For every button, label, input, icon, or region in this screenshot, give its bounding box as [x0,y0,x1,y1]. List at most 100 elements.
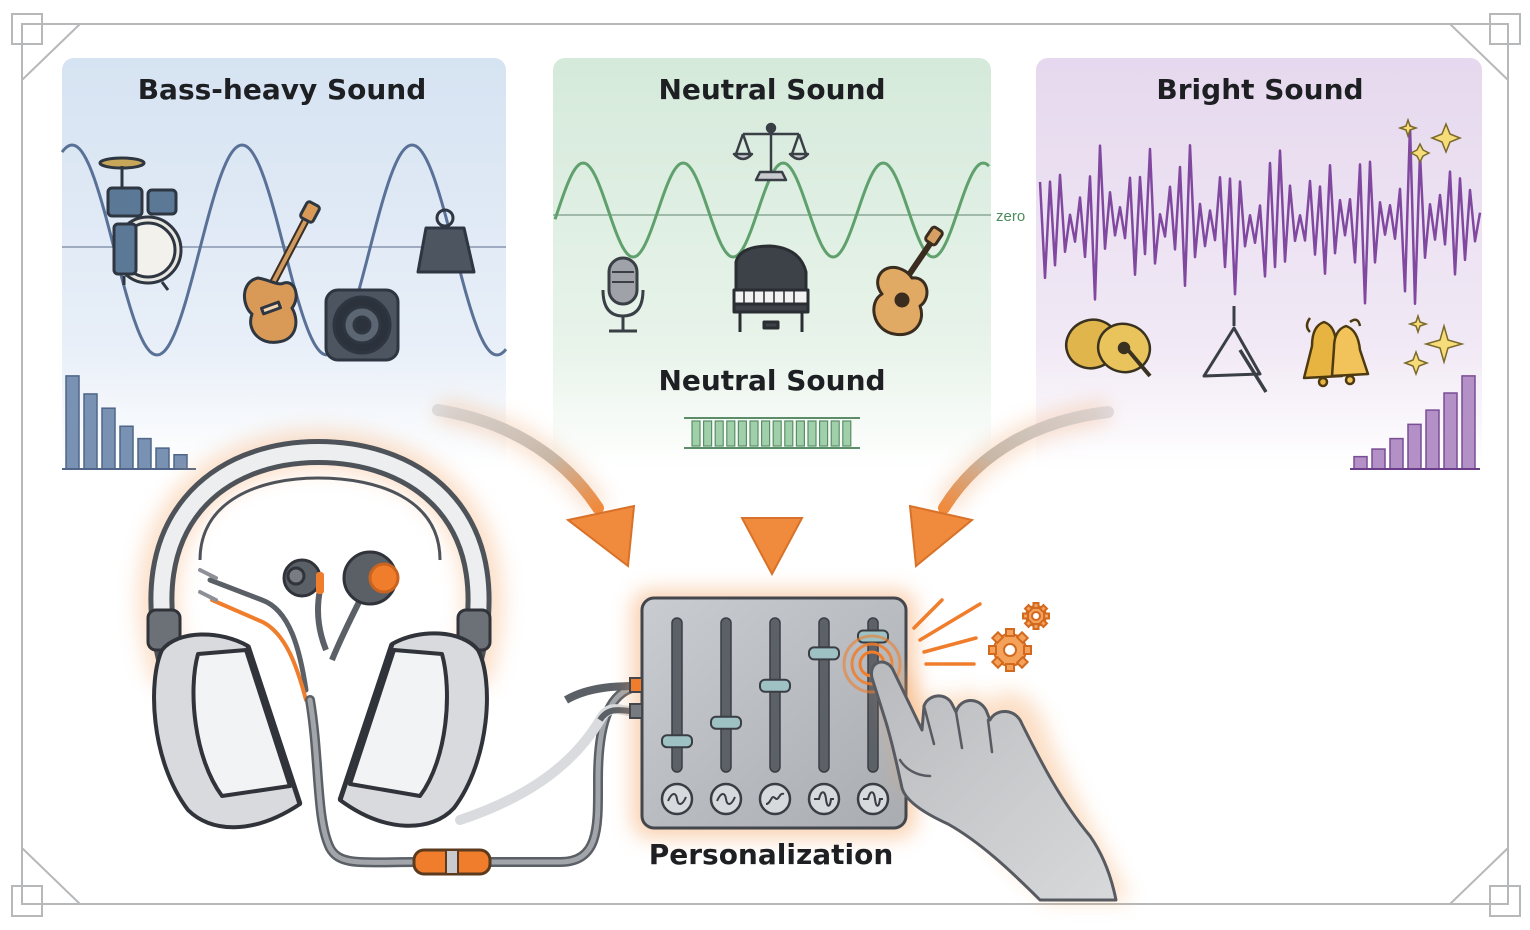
neutral-frequency-bar [784,420,794,447]
gear-tooth [1043,612,1050,620]
neutral-frequency-bar [760,420,771,447]
gear-tooth [1038,603,1049,614]
fader-handle [710,715,742,730]
gear-tooth [1032,602,1040,609]
neutral-frequency-bar [702,420,713,447]
hand-icon [870,660,1130,902]
audio-jacks [198,568,309,702]
gear-icon [988,602,1050,672]
speaker-icon [324,288,400,362]
bass-frequency-bar [83,393,98,470]
bass-frequency-bar [155,447,170,470]
bass-waveform [60,143,508,357]
cymbals-icon [1064,318,1152,378]
gear-tooth [1023,603,1034,614]
flow-arrows [432,399,1114,577]
neutral-frequency-bar [749,420,759,447]
neutral-frequency-bar [795,420,806,447]
bright-frequency-bar [1461,375,1476,470]
gear-tooth [1032,623,1040,630]
fader-handle [759,678,791,693]
arrow-from-bass [432,399,636,568]
curve-icon [765,792,785,805]
pointing-hand [870,660,1118,902]
bright-panel: Bright Sound [1036,58,1482,470]
neutral-subtitle: Neutral Sound [658,364,885,397]
sine-icon [814,791,834,807]
wave-icon [716,793,736,805]
headphones-illustration [137,429,645,876]
gear-tooth [1015,630,1030,645]
bright-frequency-bar [1353,455,1368,470]
gear-tooth [1022,612,1029,620]
fader-track [720,617,732,773]
gear-tooth [1005,663,1015,672]
triangle-instrument-icon [1202,306,1268,393]
fader-track [769,617,781,773]
neutral-frequency-bar [842,420,852,447]
bright-frequency-bar [1407,423,1422,470]
eq-mixer-device: Personalization [629,590,1050,871]
knob-group [660,782,890,816]
neutral-frequency-bar [772,420,782,447]
gear-tooth [1015,655,1030,670]
sparkle-icon [1397,117,1463,164]
weight-icon [416,208,476,274]
acoustic-guitar-icon [872,225,944,337]
bells-icon [1302,317,1370,388]
piano-icon [732,244,810,332]
wave-icon [667,793,687,805]
neutral-panel: Neutral Sound zero [553,58,1025,470]
arrow-from-neutral [740,466,804,577]
arrow-from-bright [908,401,1114,568]
neutral-frequency-bar [714,420,724,447]
zero-label: zero [996,208,1025,225]
gear-tooth [990,655,1005,670]
gear-tooth [1023,645,1032,655]
fader-track [818,617,830,773]
sparkle-icon [1402,313,1465,377]
gear-tooth [988,645,997,655]
sine-icon [863,791,883,807]
neutral-panel-title: Neutral Sound [658,73,885,106]
bright-frequency-bar [1443,392,1458,470]
bass-guitar-icon [243,200,321,344]
fader-handle [661,734,693,749]
balance-scale-icon [732,122,810,182]
right-ear-cup [337,631,489,828]
earbuds [282,550,400,662]
bass-frequency-bar [65,375,80,470]
eq-knob [856,782,890,816]
neutral-frequency-bar [830,420,840,447]
bright-frequency-bar [1425,409,1440,470]
bass-frequency-bar [137,437,152,470]
gear-tooth [1023,618,1034,629]
bright-waveform [1038,124,1482,306]
fader-track [671,617,683,773]
bright-frequency-bar [1389,437,1404,470]
neutral-frequency-bars [684,417,860,449]
bass-frequency-bar [101,407,116,470]
neutral-frequency-bar [726,420,736,447]
eq-knob [807,782,841,816]
gear-tooth [990,630,1005,645]
neutral-frequency-bar [818,420,829,447]
personalization-label: Personalization [649,838,894,871]
neutral-frequency-bar [737,420,748,447]
neutral-frequency-bar [691,420,701,447]
left-ear-cup [152,632,303,830]
motion-lines [912,598,982,666]
microphone-icon [601,256,645,333]
outer-frame [11,13,1521,917]
bright-frequency-bar [1371,448,1386,470]
bass-frequency-bar [119,425,134,470]
bass-frequency-bar [173,454,188,470]
drum-kit-icon [98,156,183,291]
fader-handle [808,646,840,661]
bass-panel-title: Bass-heavy Sound [138,73,427,106]
fader-group [661,617,889,773]
bright-panel-title: Bright Sound [1156,73,1363,106]
bass-heavy-panel: Bass-heavy Sound [60,58,508,470]
neutral-frequency-bar [807,420,817,447]
